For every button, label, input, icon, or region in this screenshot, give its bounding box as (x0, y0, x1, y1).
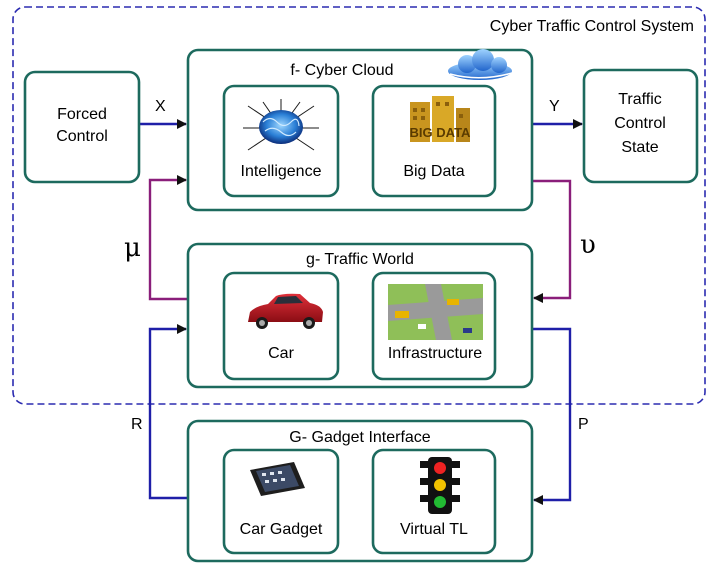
mu-connector (148, 175, 188, 301)
traffic-world-title: g- Traffic World (306, 251, 414, 268)
cloud-icon (448, 49, 513, 80)
p-connector (532, 327, 572, 505)
x-label: X (155, 98, 166, 115)
traffic-control-state-block (582, 68, 699, 184)
car-icon (248, 293, 323, 329)
traffic-state-line3: State (621, 139, 658, 156)
gadget-interface-title: G- Gadget Interface (289, 429, 431, 446)
smartphone-icon (250, 462, 305, 496)
mu-label: μ (124, 233, 141, 263)
system-title: Cyber Traffic Control System (490, 18, 694, 35)
car-block (222, 271, 340, 381)
big-data-icon: BIG DATA (410, 96, 472, 142)
r-label: R (131, 416, 143, 433)
r-connector (148, 324, 188, 500)
infrastructure-label: Infrastructure (388, 345, 482, 362)
traffic-state-line1: Traffic (618, 91, 662, 108)
p-label: P (578, 416, 589, 433)
system-boundary (12, 6, 706, 405)
big-data-logo-text: BIG DATA (410, 125, 472, 140)
road-map-icon (388, 284, 483, 340)
cyber-cloud-title: f- Cyber Cloud (290, 62, 393, 79)
y-label: Y (549, 98, 560, 115)
upsilon-connector (532, 179, 572, 303)
big-data-label: Big Data (403, 163, 464, 180)
car-label: Car (268, 345, 294, 362)
forced-control-line2: Control (56, 128, 108, 145)
brain-icon (243, 99, 319, 151)
forced-control-line1: Forced (57, 106, 107, 123)
forced-control-block (23, 70, 141, 184)
intelligence-label: Intelligence (241, 163, 322, 180)
traffic-light-icon (420, 457, 460, 514)
traffic-state-line2: Control (614, 115, 666, 132)
upsilon-label: υ (580, 230, 596, 260)
car-gadget-label: Car Gadget (240, 521, 323, 538)
virtual-tl-label: Virtual TL (400, 521, 468, 538)
